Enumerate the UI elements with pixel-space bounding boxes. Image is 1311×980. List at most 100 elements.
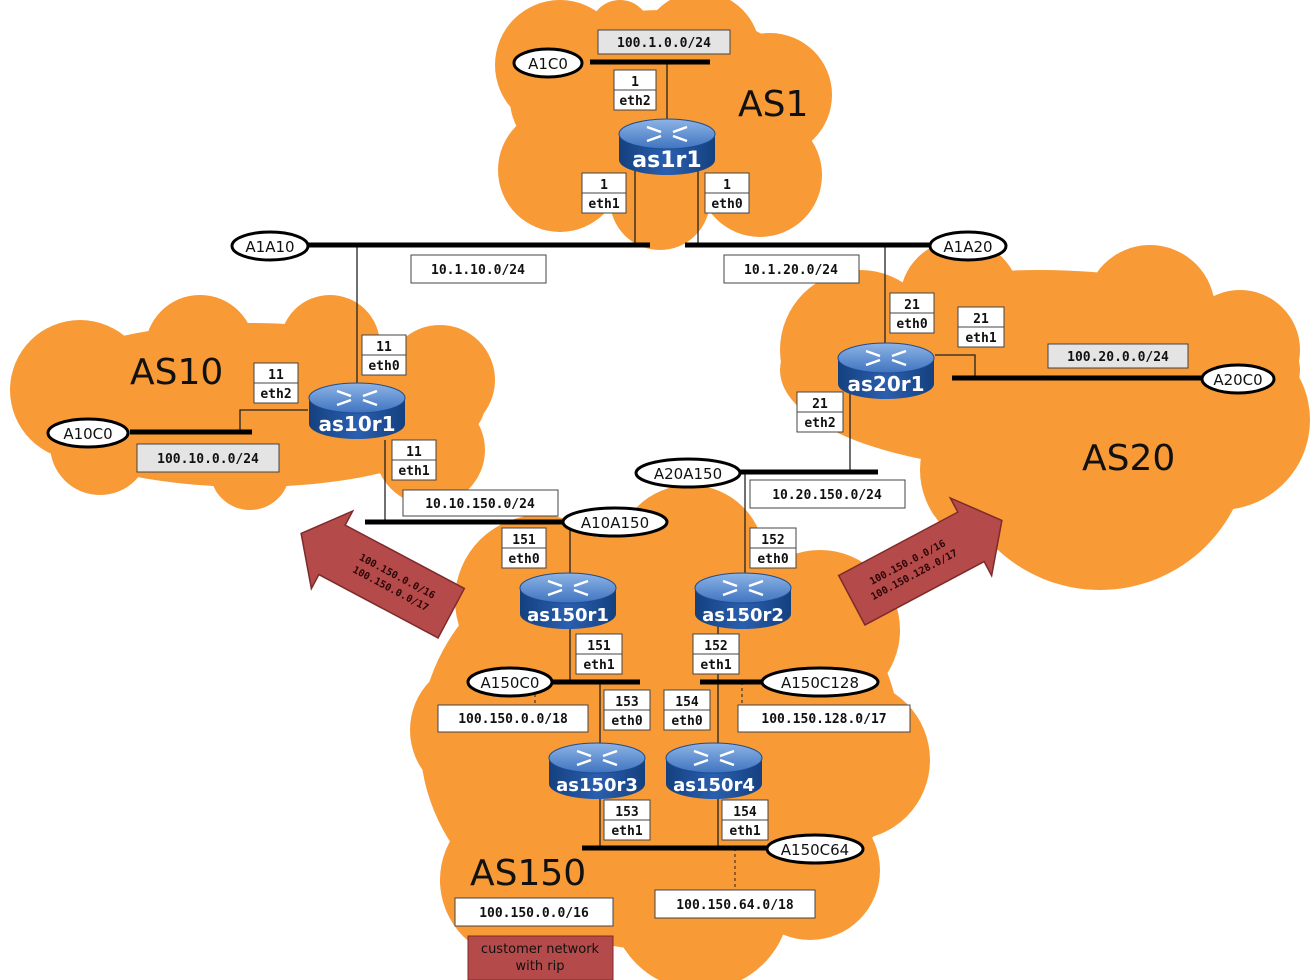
svg-text:A150C64: A150C64 [781,841,849,859]
svg-text:153: 153 [615,695,638,710]
svg-text:1: 1 [631,75,639,90]
svg-text:eth2: eth2 [619,94,650,109]
svg-text:10.20.150.0/24: 10.20.150.0/24 [772,488,882,503]
router-as1r1[interactable]: as1r1 [617,117,717,177]
svg-text:customer network: customer network [481,942,600,957]
svg-text:10.1.10.0/24: 10.1.10.0/24 [431,263,525,278]
svg-text:A20A150: A20A150 [654,465,722,483]
svg-text:eth0: eth0 [711,197,742,212]
net-100-1-0-0-24: 100.1.0.0/24 [597,29,731,55]
segments [130,59,1205,851]
svg-text:A10A150: A10A150 [581,514,649,532]
svg-text:A20C0: A20C0 [1213,371,1262,389]
router-label: as10r1 [318,412,395,436]
cd-a1c0: A1C0 [512,47,584,79]
cd-a10c0: A10C0 [46,417,130,449]
net-10-20-150-0-24: 10.20.150.0/24 [749,479,906,509]
net-10-1-20-0-24: 10.1.20.0/24 [723,254,860,284]
as10-label: AS10 [130,352,223,393]
net-100-150-64-0-18: 100.150.64.0/18 [654,889,816,919]
iface-as1r1-eth0: 1 eth0 [704,172,750,214]
svg-text:A1A20: A1A20 [943,238,992,256]
svg-text:11: 11 [406,445,422,460]
svg-text:eth1: eth1 [611,824,642,839]
cd-a1a20: A1A20 [928,230,1008,262]
svg-text:10.10.150.0/24: 10.10.150.0/24 [425,497,535,512]
router-label: as150r2 [702,605,784,626]
svg-text:eth0: eth0 [757,552,788,567]
svg-text:100.150.128.0/17: 100.150.128.0/17 [761,712,886,727]
iface-as1r1-eth1: 1 eth1 [581,172,627,214]
cd-a10a150: A10A150 [561,506,669,538]
svg-text:eth1: eth1 [583,658,614,673]
router-as20r1[interactable]: as20r1 [836,341,936,401]
as20-label: AS20 [1082,438,1175,479]
iface-as150r3-eth0: 153 eth0 [603,689,651,731]
svg-text:A150C0: A150C0 [481,674,540,692]
svg-text:A10C0: A10C0 [63,425,112,443]
cd-a20c0: A20C0 [1200,363,1276,395]
svg-text:eth0: eth0 [368,359,399,374]
iface-as150r4-eth0: 154 eth0 [663,689,711,731]
svg-text:A150C128: A150C128 [781,674,859,692]
router-label: as150r4 [673,775,755,796]
as1-label: AS1 [738,84,808,125]
router-as150r1[interactable]: as150r1 [518,571,618,631]
svg-text:151: 151 [587,639,611,654]
router-label: as150r1 [527,605,609,626]
iface-as150r1-eth0: 151 eth0 [501,527,547,569]
iface-as150r2-eth1: 152 eth1 [692,633,740,675]
router-as150r4[interactable]: as150r4 [664,741,764,801]
svg-text:eth2: eth2 [804,416,835,431]
svg-text:A1C0: A1C0 [528,55,568,73]
svg-text:eth1: eth1 [398,464,429,479]
svg-text:154: 154 [733,805,757,820]
svg-text:100.20.0.0/24: 100.20.0.0/24 [1067,350,1169,365]
svg-text:152: 152 [704,639,727,654]
iface-as150r2-eth0: 152 eth0 [749,527,797,569]
svg-text:with rip: with rip [516,959,565,974]
iface-as20r1-eth1: 21 eth1 [957,306,1005,348]
svg-text:1: 1 [600,178,608,193]
svg-text:eth2: eth2 [260,387,291,402]
svg-text:21: 21 [973,312,989,327]
links [239,62,976,890]
iface-as150r1-eth1: 151 eth1 [575,633,623,675]
cd-a1a10: A1A10 [230,230,310,262]
svg-text:100.150.0.0/18: 100.150.0.0/18 [458,712,568,727]
iface-as150r3-eth1: 153 eth1 [603,799,651,841]
svg-text:21: 21 [812,397,828,412]
announce-arrow-to-as10: 100.150.0.0/16 100.150.0.0/17 [300,509,466,639]
net-100-20-0-0-24: 100.20.0.0/24 [1047,343,1189,369]
net-100-150-0-0-16: 100.150.0.0/16 [454,897,614,927]
iface-as10r1-eth0: 11 eth0 [361,334,407,376]
cd-a150c128: A150C128 [760,666,880,698]
router-as10r1[interactable]: as10r1 [307,381,407,441]
svg-text:eth0: eth0 [671,714,702,729]
cd-a150c0: A150C0 [466,666,554,698]
svg-text:100.10.0.0/24: 100.10.0.0/24 [157,452,259,467]
svg-text:100.150.64.0/18: 100.150.64.0/18 [676,898,794,913]
svg-text:154: 154 [675,695,699,710]
svg-text:eth0: eth0 [896,317,927,332]
net-100-150-0-0-18: 100.150.0.0/18 [437,704,589,733]
net-10-1-10-0-24: 10.1.10.0/24 [410,254,547,284]
iface-as20r1-eth2: 21 eth2 [796,391,844,433]
svg-text:10.1.20.0/24: 10.1.20.0/24 [744,263,838,278]
svg-text:eth1: eth1 [729,824,760,839]
customer-network-note: customer network with rip [467,935,614,980]
iface-as150r4-eth1: 154 eth1 [721,799,769,841]
svg-text:1: 1 [723,178,731,193]
cd-a150c64: A150C64 [765,833,865,865]
svg-text:A1A10: A1A10 [245,238,294,256]
net-100-10-0-0-24: 100.10.0.0/24 [136,443,280,473]
router-label: as20r1 [847,372,924,396]
svg-text:100.150.0.0/16: 100.150.0.0/16 [479,906,589,921]
svg-text:eth1: eth1 [965,331,996,346]
router-as150r3[interactable]: as150r3 [547,741,647,801]
svg-text:eth1: eth1 [700,658,731,673]
svg-text:153: 153 [615,805,638,820]
svg-text:151: 151 [512,533,536,548]
router-as150r2[interactable]: as150r2 [693,571,793,631]
